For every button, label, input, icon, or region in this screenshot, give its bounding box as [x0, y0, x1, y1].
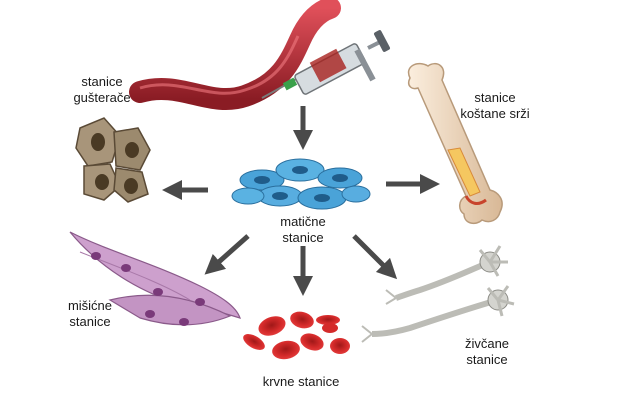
- bone-marrow-label-line2: koštane srži: [460, 106, 530, 121]
- nerve-label-line1: živčane: [464, 336, 510, 351]
- nerve-label: živčane stanice: [452, 336, 522, 368]
- diagram-arrows: [162, 106, 440, 296]
- pancreas-label: stanice gušterače: [62, 74, 142, 106]
- center-label-line1: matične: [280, 214, 326, 229]
- bone-marrow-label: stanice koštane srži: [440, 90, 550, 122]
- stem-cell-icon: [231, 158, 371, 210]
- arrow-stem-to-nerve: [352, 234, 398, 280]
- nerve-label-line2: stanice: [466, 352, 508, 367]
- blood-vessel-icon: [129, 0, 341, 111]
- pancreas-label-line2: gušterače: [73, 90, 131, 105]
- syringe-icon: [261, 30, 390, 99]
- arrow-stem-to-muscle: [204, 234, 250, 275]
- center-label-line2: stanice: [282, 230, 324, 245]
- neuron-icon: [361, 245, 515, 343]
- muscle-label-line2: stanice: [69, 314, 111, 329]
- muscle-label-line1: mišićne: [67, 298, 113, 313]
- pancreas-label-line1: stanice: [81, 74, 123, 89]
- bone-icon: [407, 62, 503, 225]
- center-label: matične stanice: [268, 214, 338, 246]
- bone-marrow-label-line1: stanice: [474, 90, 516, 105]
- red-blood-cell-icon: [243, 311, 350, 360]
- pancreas-cell-icon: [75, 117, 151, 203]
- blood-label-line1: krvne stanice: [262, 374, 340, 389]
- blood-label: krvne stanice: [246, 374, 356, 390]
- muscle-label: mišićne stanice: [58, 298, 122, 330]
- muscle-cell-icon: [69, 231, 241, 326]
